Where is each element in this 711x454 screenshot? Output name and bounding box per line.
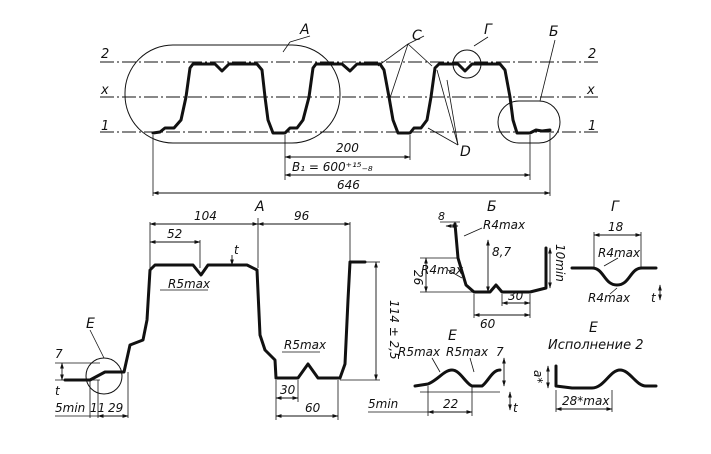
detail-e2-title: Е <box>589 320 598 336</box>
e1-r5max-1: R5max <box>398 345 441 359</box>
a-dim-60-text: 60 <box>305 401 321 415</box>
trapezoidal-profile <box>151 62 552 135</box>
axis-label-2-left: 2 <box>101 47 109 62</box>
g-r4-bot-leader <box>609 287 618 295</box>
a-dim-96-text: 96 <box>294 209 310 223</box>
e1-dim-7-text: 7 <box>496 345 504 359</box>
detail-e2: Е Исполнение 2 a* 28*max <box>531 320 658 412</box>
detail-a-e-circle <box>85 357 123 395</box>
g-r4max-bottom: R4max <box>588 291 631 305</box>
b-dim-60-text: 60 <box>480 317 496 331</box>
region-g-outline <box>452 49 482 79</box>
leader-c-2 <box>389 43 409 99</box>
leader-c-1 <box>377 43 409 67</box>
b-r4max-top: R4max <box>483 218 526 232</box>
detail-g-profile <box>570 266 658 287</box>
a-dim-5min-text: 5min <box>55 401 85 415</box>
b-dim-8-text: 8 <box>438 210 445 223</box>
a-dim-lip-t-text: t <box>55 384 61 398</box>
axis-label-1-left: 1 <box>101 119 109 134</box>
axis-label-x-right: x <box>586 83 595 98</box>
detail-b: Б 8 R4max 8,7 10min 26 R4max 30 60 <box>411 199 567 331</box>
e1-r5max-2: R5max <box>446 345 489 359</box>
a-dim-114-text: 114 ± 2,5 <box>387 300 401 360</box>
leader-c-3 <box>407 43 433 67</box>
b-dim-26-text: 26 <box>411 270 425 286</box>
g-dim-18-text: 18 <box>608 220 624 234</box>
detail-a-profile <box>63 260 367 382</box>
detail-g-title: Г <box>611 199 620 215</box>
callout-d: D <box>460 144 471 160</box>
e1-dim-22-text: 22 <box>443 397 458 411</box>
a-r5max-bottom: R5max <box>284 338 327 352</box>
a-dim-11-text: 11 <box>90 401 105 415</box>
leader-d-3 <box>427 127 459 146</box>
axis-label-x-left: x <box>100 83 109 98</box>
detail-b-title: Б <box>487 199 497 215</box>
detail-e1-profile <box>413 368 502 388</box>
detail-a: А Е 104 52 96 t <box>55 199 401 420</box>
g-r4max-top: R4max <box>598 246 641 260</box>
region-b-outline <box>497 100 561 144</box>
axis-label-2-right: 2 <box>588 47 596 62</box>
detail-e1-title: Е <box>448 328 457 344</box>
b-dim-87-text: 8,7 <box>492 245 511 259</box>
leader-d-1 <box>436 69 459 146</box>
leader-b <box>539 39 556 102</box>
e2-dim-28-text: 28*max <box>562 394 610 408</box>
detail-a-callout-e: Е <box>86 316 95 332</box>
callout-g: Г <box>484 22 493 38</box>
leader-g <box>473 36 489 47</box>
detail-e1: Е R5max R5max 7 5min 22 t <box>368 328 519 416</box>
a-dim-30-text: 30 <box>280 383 296 397</box>
detail-e2-profile <box>554 364 658 390</box>
detail-e2-subtitle: Исполнение 2 <box>548 338 643 353</box>
b-r4max-left: R4max <box>421 263 464 277</box>
detail-a-title: А <box>254 199 265 215</box>
b-r4-left-leader <box>447 269 463 279</box>
a-dim-29-text: 29 <box>108 401 123 415</box>
main-profile-view: 2 2 x x 1 1 А С Г Б D <box>100 22 600 196</box>
b-dim-30-text: 30 <box>508 289 524 303</box>
detail-b-profile <box>453 222 548 294</box>
a-dim-7-text: 7 <box>55 347 63 361</box>
b-r4-top-leader <box>463 227 483 237</box>
e1-r5-leader-1 <box>431 357 441 373</box>
g-dim-t-text: t <box>651 291 657 305</box>
a-dim-104-text: 104 <box>194 209 217 223</box>
dim-200: 200 <box>336 141 359 155</box>
e1-r5-leader-2 <box>469 357 475 373</box>
region-a-outline <box>124 44 341 144</box>
callout-b: Б <box>549 24 559 40</box>
e1-dim-t-text: t <box>513 401 519 415</box>
leader-d-2 <box>446 79 459 146</box>
b-dim-10min-text: 10min <box>553 244 567 282</box>
leader-c-top <box>407 35 425 45</box>
a-r5max-top: R5max <box>168 277 211 291</box>
axis-label-1-right: 1 <box>588 119 596 134</box>
leader-a-tail <box>282 41 291 53</box>
detail-g: Г 18 R4max R4max t <box>570 199 662 305</box>
detail-a-e-leader <box>89 329 105 359</box>
e2-dim-a-text: a* <box>531 370 545 383</box>
a-dim-52-text: 52 <box>167 227 182 241</box>
callout-a: А <box>299 22 310 38</box>
dim-646: 646 <box>337 178 360 192</box>
a-dim-t-text: t <box>234 243 240 257</box>
dim-b1: B₁ = 600⁺¹⁵₋₈ <box>292 160 373 174</box>
e1-dim-5min-text: 5min <box>368 397 398 411</box>
g-r4-top-leader <box>603 257 619 267</box>
callout-c: С <box>412 28 422 44</box>
leader-a <box>289 35 311 43</box>
